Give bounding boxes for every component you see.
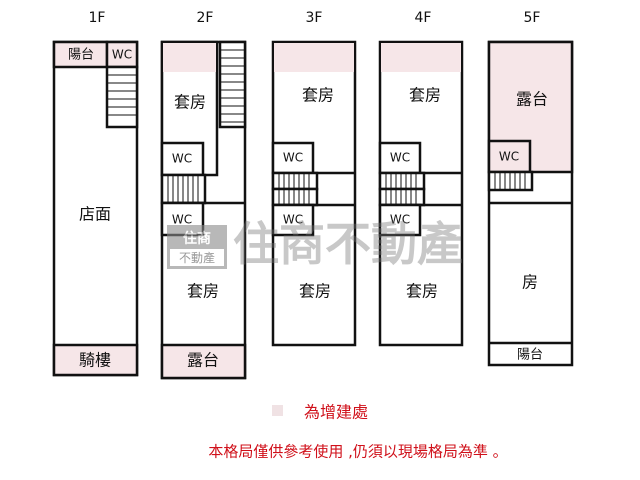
svg-text:套房: 套房 — [187, 282, 219, 301]
svg-text:露台: 露台 — [516, 90, 548, 109]
floor-label-3f: 3F — [306, 10, 323, 26]
svg-text:WC: WC — [172, 213, 192, 227]
svg-text:套房: 套房 — [406, 282, 438, 301]
svg-text:套房: 套房 — [302, 86, 334, 105]
watermark-logo-bottom: 不動產 — [179, 250, 215, 265]
floor-4f: 套房 WC WC 套房 — [378, 40, 464, 347]
svg-text:WC: WC — [283, 151, 303, 165]
floor-5f: 露台 WC 房 陽台 — [487, 40, 574, 367]
watermark-logo: 住商 不動產 — [167, 225, 227, 269]
svg-text:陽台: 陽台 — [517, 348, 543, 363]
legend-label: 為增建處 — [304, 403, 368, 422]
floor-3f: 套房 WC WC 套房 — [271, 40, 357, 347]
floor-label-2f: 2F — [197, 10, 214, 26]
svg-text:WC: WC — [390, 213, 410, 227]
svg-text:店面: 店面 — [79, 205, 111, 224]
svg-text:WC: WC — [390, 151, 410, 165]
disclaimer-note: 本格局僅供參考使用 ,仍須以現場格局為準 。 — [208, 443, 507, 461]
svg-text:WC: WC — [283, 213, 303, 227]
floor-label-5f: 5F — [524, 10, 541, 26]
svg-text:套房: 套房 — [299, 282, 331, 301]
svg-text:WC: WC — [172, 152, 192, 166]
watermark-logo-top: 住商 — [183, 230, 211, 247]
watermark: 住商 不動產 住商不動產 — [167, 217, 463, 271]
svg-text:套房: 套房 — [409, 86, 441, 105]
svg-text:WC: WC — [112, 48, 132, 62]
svg-text:騎樓: 騎樓 — [79, 351, 111, 370]
svg-text:露台: 露台 — [187, 351, 219, 370]
floor-1f: 陽台 WC 店面 騎樓 — [52, 40, 139, 377]
svg-text:套房: 套房 — [174, 93, 206, 112]
floor-label-1f: 1F — [89, 10, 106, 26]
floor-label-4f: 4F — [415, 10, 432, 26]
floor-2f: 套房 WC WC 套房 露台 — [160, 40, 247, 380]
svg-text:房: 房 — [522, 273, 538, 292]
watermark-brand: 住商不動產 — [233, 217, 463, 271]
legend-swatch — [272, 405, 283, 416]
svg-text:陽台: 陽台 — [68, 48, 94, 63]
svg-text:WC: WC — [499, 150, 519, 164]
